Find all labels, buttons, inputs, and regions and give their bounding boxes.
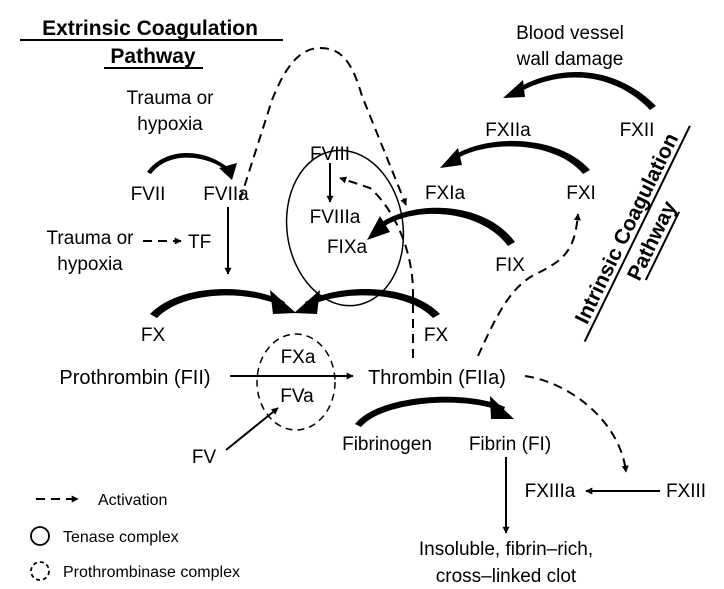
curved-arrow-fvii-to-fviia	[147, 152, 233, 175]
legend-item-activation: Activation	[36, 492, 167, 509]
label-fviia: FVIIa	[203, 184, 249, 205]
arrowhead-fxiia	[503, 80, 525, 98]
legend-item-prothrombinase: Prothrombinase complex	[30, 561, 240, 581]
dashed-arrow-thrombin-to-fxiiia	[524, 375, 629, 473]
label-fx-left: FX	[141, 325, 166, 346]
intrinsic-title-underline2	[644, 211, 681, 281]
label-thrombin: Thrombin (FIIa)	[368, 367, 506, 389]
dashed-arrow-thrombin-to-fxi	[477, 213, 581, 357]
arrowhead-fx-left	[270, 290, 296, 314]
label-fxiii: FXIII	[666, 481, 706, 502]
dashed-arrow-thrombin-to-fviiia	[339, 176, 414, 358]
legend-label-tenase: Tenase complex	[63, 529, 179, 546]
label-fxii: FXII	[620, 120, 655, 141]
label-fv: FV	[192, 447, 217, 468]
legend-label-activation: Activation	[98, 492, 167, 509]
intrinsic-pathway-title: Intrinsic Coagulation Pathway	[571, 125, 691, 342]
label-fxa: FXa	[281, 347, 316, 368]
label-fxiiia: FXIIIa	[525, 481, 576, 502]
arrowhead-fviia	[219, 163, 237, 180]
label-clot-2: cross–linked clot	[436, 566, 577, 587]
curved-arrow-fix-to-fixa	[379, 207, 515, 246]
intrinsic-title-underline1	[583, 125, 691, 342]
label-fibrinogen: Fibrinogen	[342, 434, 432, 455]
arrowhead-fx-right	[294, 290, 320, 314]
label-blood-vessel-1: Blood vessel	[516, 23, 624, 44]
curved-arrow-fx-right	[305, 288, 440, 318]
label-fxia: FXIa	[425, 183, 466, 204]
label-trauma-top-2: hypoxia	[137, 114, 203, 135]
curved-arrow-fx-left	[150, 288, 285, 318]
label-fx-right: FX	[424, 325, 449, 346]
label-prothrombin: Prothrombin (FII)	[59, 367, 210, 389]
label-fixa: FIXa	[327, 237, 368, 258]
label-fibrin: Fibrin (FI)	[469, 434, 551, 455]
extrinsic-title-line1: Extrinsic Coagulation	[42, 17, 258, 40]
curved-arrow-fxi-to-fxia	[453, 140, 590, 174]
arrowhead-fibrin	[490, 396, 514, 419]
legend-dashed-circle-icon	[30, 561, 50, 581]
arrowhead-fixa	[367, 216, 390, 240]
curved-arrow-fibrinogen-to-fibrin	[355, 396, 505, 427]
label-fvii: FVII	[131, 184, 166, 205]
label-tf: TF	[188, 232, 211, 253]
label-fxi: FXI	[566, 183, 596, 204]
dashed-arrow-fviia-to-fxia	[239, 46, 407, 206]
label-blood-vessel-2: wall damage	[516, 49, 624, 70]
extrinsic-pathway-title: Extrinsic Coagulation Pathway	[20, 17, 283, 69]
legend-label-prothrombinase: Prothrombinase complex	[63, 564, 240, 581]
extrinsic-title-line2: Pathway	[110, 45, 196, 68]
label-fviii: FVIII	[310, 144, 350, 165]
label-trauma-left-1: Trauma or	[47, 228, 135, 249]
label-trauma-left-2: hypoxia	[57, 254, 123, 275]
arrowhead-fxia	[440, 148, 462, 168]
legend: Activation Tenase complex Prothrombinase…	[30, 492, 240, 581]
label-clot-1: Insoluble, fibrin–rich,	[419, 539, 593, 560]
label-fva: FVa	[280, 386, 314, 407]
label-fix: FIX	[495, 255, 525, 276]
legend-solid-circle-icon	[30, 526, 50, 546]
label-fviiia: FVIIIa	[310, 207, 361, 228]
arrow-fv-to-fva	[225, 407, 279, 451]
legend-item-tenase: Tenase complex	[30, 526, 179, 546]
prothrombinase-complex-ring	[256, 333, 336, 431]
label-fxiia: FXIIa	[485, 120, 531, 141]
curved-arrow-fxii-to-fxiia	[518, 71, 656, 110]
label-trauma-top-1: Trauma or	[127, 88, 215, 109]
tenase-complex-ring	[285, 149, 405, 307]
